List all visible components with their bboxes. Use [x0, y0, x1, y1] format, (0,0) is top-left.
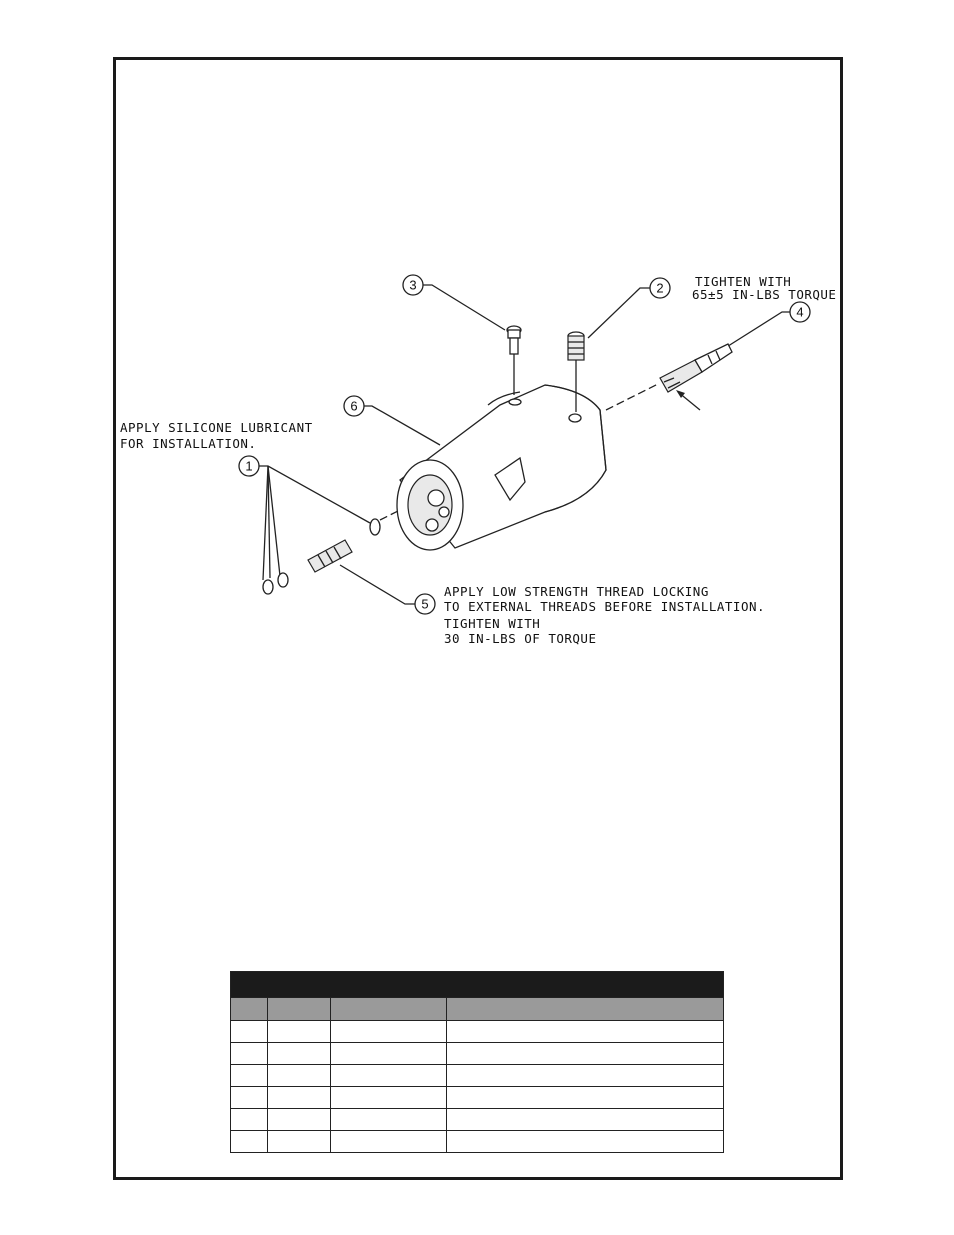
table-cell: [230, 1086, 268, 1109]
table-cell: [330, 1042, 447, 1065]
svg-text:1: 1: [245, 459, 252, 474]
axis-line: [605, 383, 659, 411]
table-cell: [267, 1130, 331, 1153]
table-header-row: [230, 997, 724, 1021]
note-torque-bottom-line1: TIGHTEN WITH: [444, 616, 540, 631]
svg-text:3: 3: [409, 278, 416, 293]
table-cell: [230, 1064, 268, 1087]
note-thread-line2: TO EXTERNAL THREADS BEFORE INSTALLATION.: [444, 599, 765, 614]
table-cell: [267, 1086, 331, 1109]
table-cell: [446, 1108, 724, 1131]
body-part: [396, 384, 607, 551]
header-cell: [230, 997, 268, 1021]
table-cell: [267, 1020, 331, 1043]
table-cell: [446, 1086, 724, 1109]
table-title: [230, 971, 724, 998]
svg-text:2: 2: [656, 281, 663, 296]
axis-line: [379, 509, 401, 521]
svg-text:4: 4: [796, 305, 803, 320]
table-cell: [446, 1042, 724, 1065]
note-silicone-line2: FOR INSTALLATION.: [120, 436, 256, 451]
parts-list-table: [230, 971, 724, 1153]
barb-fitting-part: [659, 343, 733, 393]
svg-text:5: 5: [421, 597, 428, 612]
table-cell: [330, 1108, 447, 1131]
table-row: [230, 1108, 724, 1131]
table-cell: [330, 1020, 447, 1043]
callout-1: 1: [238, 455, 371, 581]
header-cell: [446, 997, 724, 1021]
callout-2: 2: [587, 277, 671, 339]
table-cell: [230, 1130, 268, 1153]
table-row: [230, 1020, 724, 1043]
table-cell: [446, 1020, 724, 1043]
callout-3: 3: [402, 274, 506, 331]
table-cell: [267, 1108, 331, 1131]
table-cell: [230, 1020, 268, 1043]
set-screw-part: [567, 331, 585, 361]
note-torque-top-line2: 65±5 IN-LBS TORQUE: [692, 287, 836, 302]
callout-4: 4: [724, 301, 811, 349]
arrow-head: [676, 390, 685, 398]
note-silicone-line1: APPLY SILICONE LUBRICANT: [120, 420, 313, 435]
note-torque-top-line1: TIGHTEN WITH: [695, 274, 791, 289]
table-cell: [267, 1042, 331, 1065]
threaded-insert-part: [307, 539, 353, 573]
note-torque-bottom-line2: 30 IN-LBS OF TORQUE: [444, 631, 597, 646]
table-row: [230, 1086, 724, 1109]
svg-text:6: 6: [350, 399, 357, 414]
table-cell: [230, 1042, 268, 1065]
table-row: [230, 1042, 724, 1065]
table-cell: [446, 1064, 724, 1087]
callout-6: 6: [343, 395, 441, 446]
table-cell: [267, 1064, 331, 1087]
header-cell: [330, 997, 447, 1021]
page-border: [113, 57, 843, 1180]
table-row: [230, 1130, 724, 1153]
table-row: [230, 1064, 724, 1087]
table-cell: [446, 1130, 724, 1153]
o-ring-parts: [262, 518, 381, 595]
table-cell: [330, 1130, 447, 1153]
header-cell: [267, 997, 331, 1021]
cap-screw-part: [506, 325, 522, 355]
note-thread-line1: APPLY LOW STRENGTH THREAD LOCKING: [444, 584, 709, 599]
table-cell: [230, 1108, 268, 1131]
table-title-row: [230, 971, 724, 998]
callout-5: 5: [339, 564, 436, 615]
table-cell: [330, 1064, 447, 1087]
table-cell: [330, 1086, 447, 1109]
